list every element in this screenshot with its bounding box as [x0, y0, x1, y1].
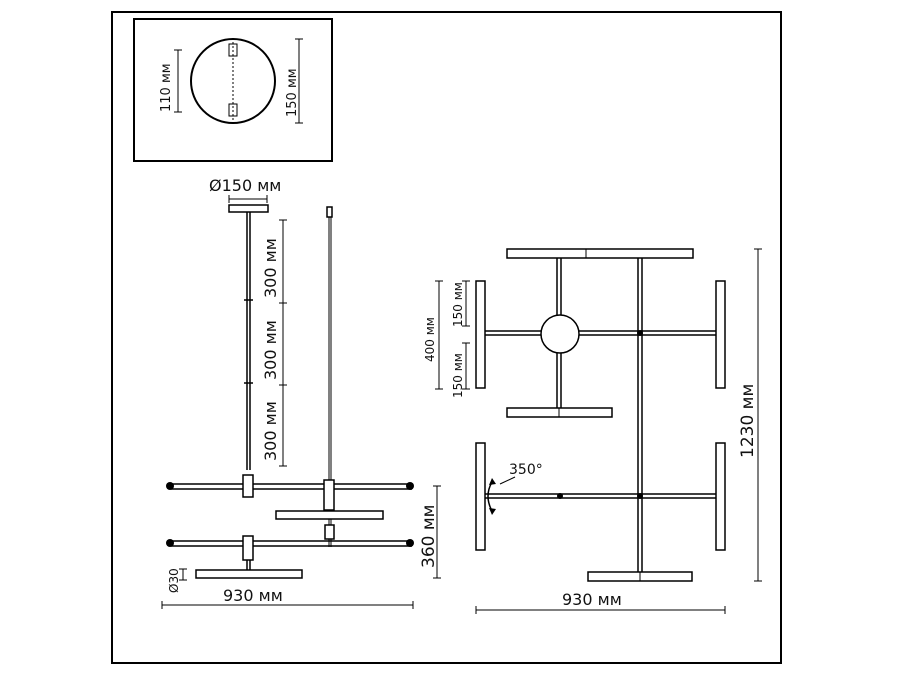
dim-rod-2: 300 мм	[261, 320, 280, 380]
dim-mount-spacing: 110 мм	[159, 63, 174, 112]
dim-rod-3: 300 мм	[261, 401, 280, 461]
canopy-inset: 110 мм 150 мм	[133, 18, 333, 162]
canopy	[228, 204, 269, 213]
dim-arm-lower: 150 мм	[451, 353, 465, 398]
outer-frame	[111, 11, 782, 664]
dim-width-top: 930 мм	[562, 590, 622, 609]
lower-arm-left-end	[166, 539, 174, 547]
dim-width-side: 930 мм	[223, 586, 283, 605]
wire-hub	[323, 479, 335, 511]
lower-hub	[242, 535, 254, 561]
dim-canopy: Ø150 мм	[209, 176, 281, 195]
joint-upper	[637, 330, 643, 336]
dim-length: 1230 мм	[738, 384, 758, 458]
mount-hole-top	[228, 43, 238, 57]
dim-arm-upper: 150 мм	[451, 282, 465, 327]
rotation-arrow-head-top	[489, 478, 496, 485]
rotation-arrow-head-bottom	[489, 508, 496, 515]
middle-shade	[275, 510, 384, 520]
rotation-arc	[487, 481, 493, 512]
upper-left-shade	[475, 280, 486, 389]
lower-left-shade	[475, 442, 486, 551]
rotation-label: 350°	[509, 462, 543, 478]
wire-top	[326, 206, 333, 218]
joint-lower-right	[637, 493, 643, 499]
central-hub-disc	[540, 314, 580, 354]
dim-height: 360 мм	[419, 504, 439, 568]
top-view: 350° 400 мм 150 мм 150 мм 1230 мм 930 мм	[423, 248, 762, 614]
upper-arm-right-end	[406, 482, 414, 490]
dim-thickness: Ø30	[167, 568, 181, 593]
top-shade	[506, 248, 694, 259]
lower-arm-right-end	[406, 539, 414, 547]
canopy-plate	[190, 38, 276, 124]
upper-hub	[242, 474, 254, 498]
middle-hub	[324, 524, 335, 540]
mount-hole-bottom	[228, 103, 238, 117]
joint-lower-left	[557, 493, 563, 499]
inset-frame	[133, 18, 333, 162]
bottom-shade	[195, 569, 303, 579]
dim-arm-total: 400 мм	[423, 317, 437, 362]
upper-right-shade	[715, 280, 726, 389]
lower-right-shade	[715, 442, 726, 551]
dim-canopy-diameter: 150 мм	[285, 68, 300, 117]
dim-rod-1: 300 мм	[261, 238, 280, 298]
side-view: Ø150 мм 300 мм 300 мм 300 мм	[161, 176, 441, 609]
upper-arm-left-end	[166, 482, 174, 490]
